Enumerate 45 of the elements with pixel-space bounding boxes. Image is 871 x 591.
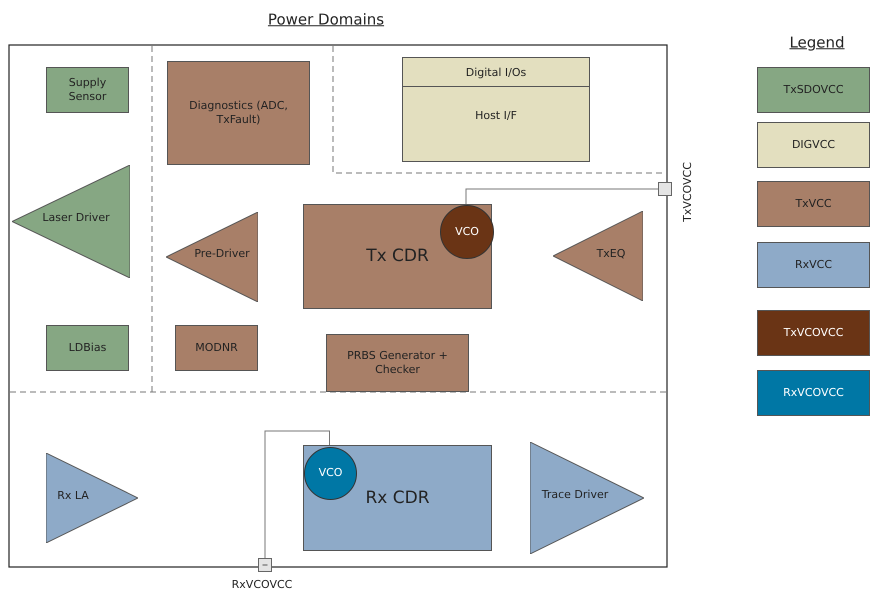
block-box [326, 334, 469, 392]
block-box [402, 57, 590, 162]
legend-label: RxVCC [794, 258, 832, 272]
amplifier-triangle [46, 453, 138, 543]
block-box [175, 325, 258, 371]
pad-label: TxVCOVCC [680, 162, 695, 222]
block-label: Trace Driver [540, 488, 610, 502]
block-label: Laser Driver [41, 211, 111, 226]
amplifier-triangle [166, 212, 258, 302]
block-label: Host I/F [475, 109, 517, 124]
legend-label: RxVCOVCC [783, 386, 844, 400]
connector-line [466, 188, 658, 204]
legend-label: TxVCOVCC [784, 326, 844, 340]
connector-line [264, 430, 330, 558]
section-header: Digital I/Os [403, 58, 589, 88]
amplifier-triangle [553, 211, 643, 301]
block-box [46, 67, 129, 113]
vco-circle [440, 205, 494, 259]
vco-circle [304, 447, 357, 500]
block-box [46, 325, 129, 371]
legend-label: TxVCC [795, 196, 832, 212]
block-label: MODNR [194, 340, 239, 356]
block-box [303, 204, 492, 309]
pad-square [658, 182, 672, 196]
amplifier-triangle [12, 165, 130, 278]
block-label: Rx LA [56, 489, 90, 504]
block-label: Supply Sensor [68, 76, 108, 104]
block-label: Diagnostics (ADC, TxFault) [188, 98, 289, 128]
block-label: VCO [455, 224, 479, 240]
pad-label: RxVCOVCC [232, 578, 292, 591]
block-label: PRBS Generator + Checker [346, 348, 449, 378]
block-box [167, 61, 310, 165]
diagram-title: Power Domains [268, 10, 384, 30]
block-label: VCO [318, 466, 342, 481]
amplifier-triangle [530, 442, 644, 554]
block-box [303, 445, 492, 551]
block-label: Tx CDR [365, 245, 430, 268]
block-label: Rx CDR [364, 486, 431, 510]
legend-label: TxSDOVCC [783, 82, 844, 98]
block-label: Pre-Driver [193, 247, 251, 262]
block-label: LDBias [68, 340, 108, 356]
block-label: TxEQ [596, 247, 626, 262]
legend-heading: Legend [789, 33, 845, 53]
legend-label: DIGVCC [792, 138, 836, 152]
pad-square [258, 558, 272, 572]
